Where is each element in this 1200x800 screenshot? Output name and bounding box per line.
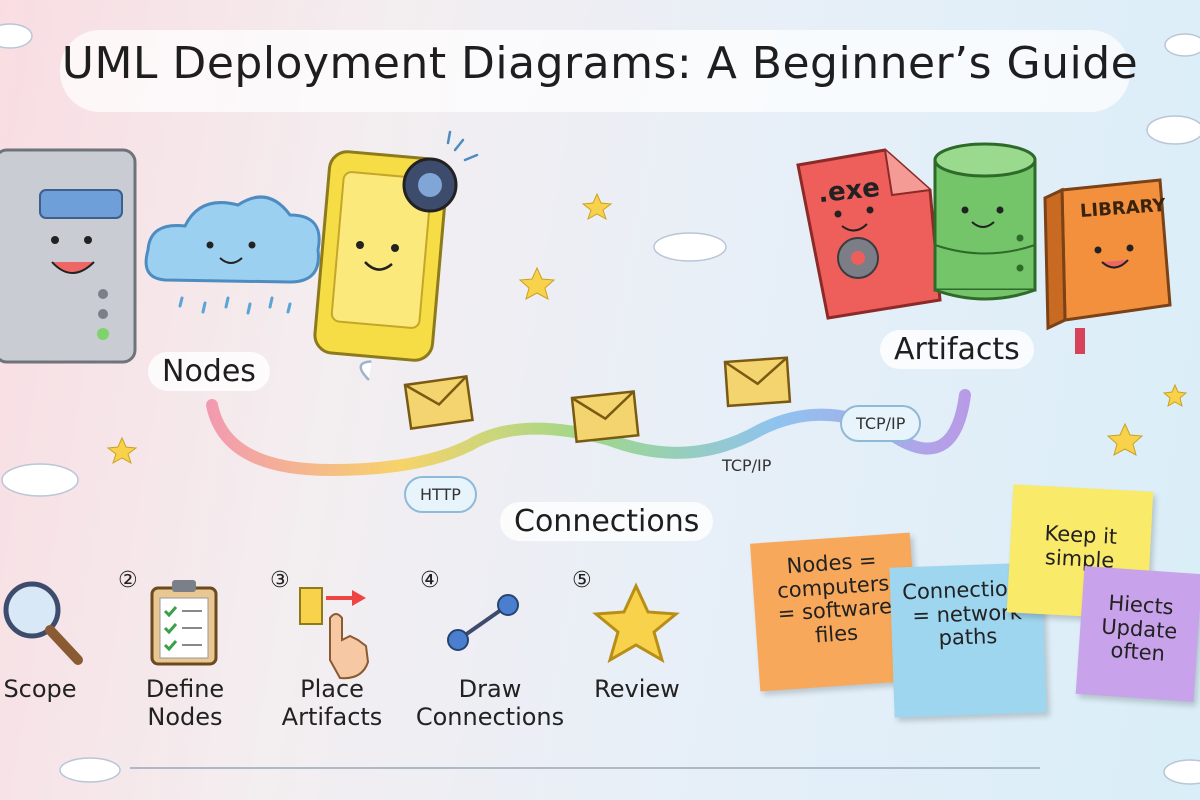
step-5-number: ⑤ — [572, 568, 592, 593]
artifacts-label: Artifacts — [880, 330, 1034, 369]
phone-icon — [313, 130, 479, 362]
step-define-nodes-label: Define Nodes — [145, 675, 225, 731]
database-icon — [933, 142, 1037, 301]
step-2-number: ② — [118, 568, 138, 593]
library-book-icon — [1043, 178, 1172, 354]
envelope-icon — [359, 356, 792, 444]
step-place-artifacts-label: Place Artifacts — [281, 675, 383, 731]
sticky-note-update: Hiects Update often — [1075, 566, 1200, 702]
step-scope-label: Scope — [3, 675, 77, 703]
magnifier-icon — [3, 581, 83, 665]
connector-icon — [447, 594, 519, 651]
place-hand-icon — [299, 587, 370, 680]
star-review-icon — [592, 582, 680, 664]
cloud-decoration-icon — [0, 23, 1200, 785]
tcpip-path-label: TCP/IP — [722, 456, 772, 475]
step-review-label: Review — [594, 675, 680, 703]
tcpip-bubble: TCP/IP — [840, 405, 922, 442]
clipboard-icon — [150, 580, 218, 666]
connections-label: Connections — [500, 502, 714, 541]
page-title: UML Deployment Diagrams: A Beginner’s Gu… — [61, 38, 1139, 89]
cloud-node-icon — [144, 195, 321, 315]
step-draw-connections-label: Draw Connections — [415, 675, 565, 731]
nodes-label: Nodes — [148, 352, 270, 391]
server-icon — [0, 148, 137, 364]
star-icon — [106, 192, 1188, 465]
title-band — [60, 30, 1130, 112]
http-bubble: HTTP — [404, 476, 477, 513]
step-4-number: ④ — [420, 568, 440, 593]
step-3-number: ③ — [270, 568, 290, 593]
